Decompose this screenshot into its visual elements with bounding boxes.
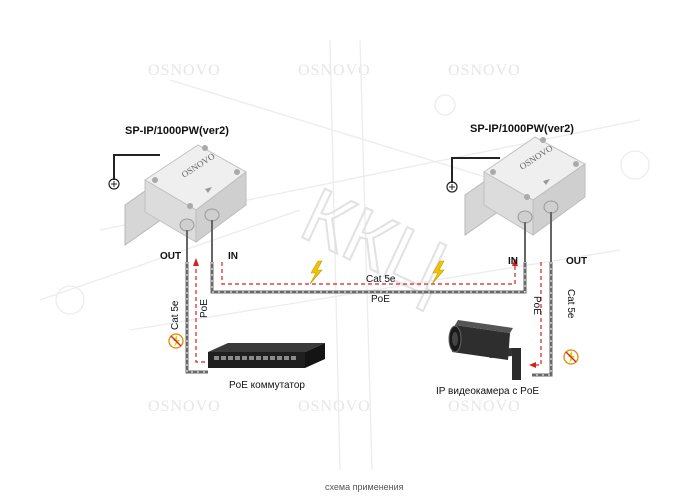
right-in-port-label: IN — [508, 256, 518, 267]
cable-cat5e-main — [210, 258, 527, 294]
center-poe-label: PoE — [371, 294, 390, 305]
lightning-icon — [431, 260, 445, 285]
right-device-title: SP-IP/1000PW(ver2) — [470, 123, 574, 135]
watermark-brand: OSNOVO — [298, 398, 371, 415]
camera-label: IP видеокамера с PoE — [436, 386, 540, 397]
right-out-port-label: OUT — [566, 256, 588, 267]
no-lightning-icon — [168, 333, 184, 349]
left-poe-label: PoE — [199, 299, 210, 318]
poe-flow-line — [221, 262, 516, 285]
right-poe-label: PoE — [531, 296, 542, 315]
center-cable-label: Cat 5e — [366, 274, 396, 285]
right-splitter: OSNOVO — [464, 136, 586, 262]
arrow-icon — [193, 258, 199, 266]
left-out-port-label: OUT — [160, 251, 182, 262]
cable-cat5e-right — [529, 262, 553, 377]
watermark-brand: OSNOVO — [298, 62, 371, 79]
poe-switch-image — [208, 343, 325, 368]
watermark-brand: OSNOVO — [148, 62, 221, 79]
watermark-brand: OSNOVO — [448, 398, 521, 415]
left-in-port-label: IN — [228, 251, 238, 262]
watermark-brand: OSNOVO — [148, 398, 221, 415]
diagram-caption: схема применения — [325, 482, 404, 492]
lightning-icon — [309, 260, 323, 285]
right-cable-label: Cat 5e — [565, 289, 576, 319]
left-device-title: SP-IP/1000PW(ver2) — [125, 125, 229, 137]
switch-ports — [214, 356, 296, 360]
ground-icon — [446, 157, 500, 193]
arrow-icon — [205, 187, 212, 193]
switch-label: PoE коммутатор — [229, 380, 305, 391]
arrow-icon — [543, 179, 550, 185]
left-cable-label: Cat 5e — [170, 300, 181, 330]
no-lightning-icon — [563, 349, 579, 365]
ground-icon — [108, 154, 160, 190]
arrow-icon — [512, 258, 518, 266]
watermark-brand: OSNOVO — [448, 62, 521, 79]
arrow-icon — [529, 362, 536, 368]
ip-camera-image — [448, 320, 521, 380]
cable-cat5e-left — [185, 258, 208, 374]
left-splitter: OSNOVO — [124, 144, 247, 262]
poe-flow-line — [195, 262, 208, 363]
